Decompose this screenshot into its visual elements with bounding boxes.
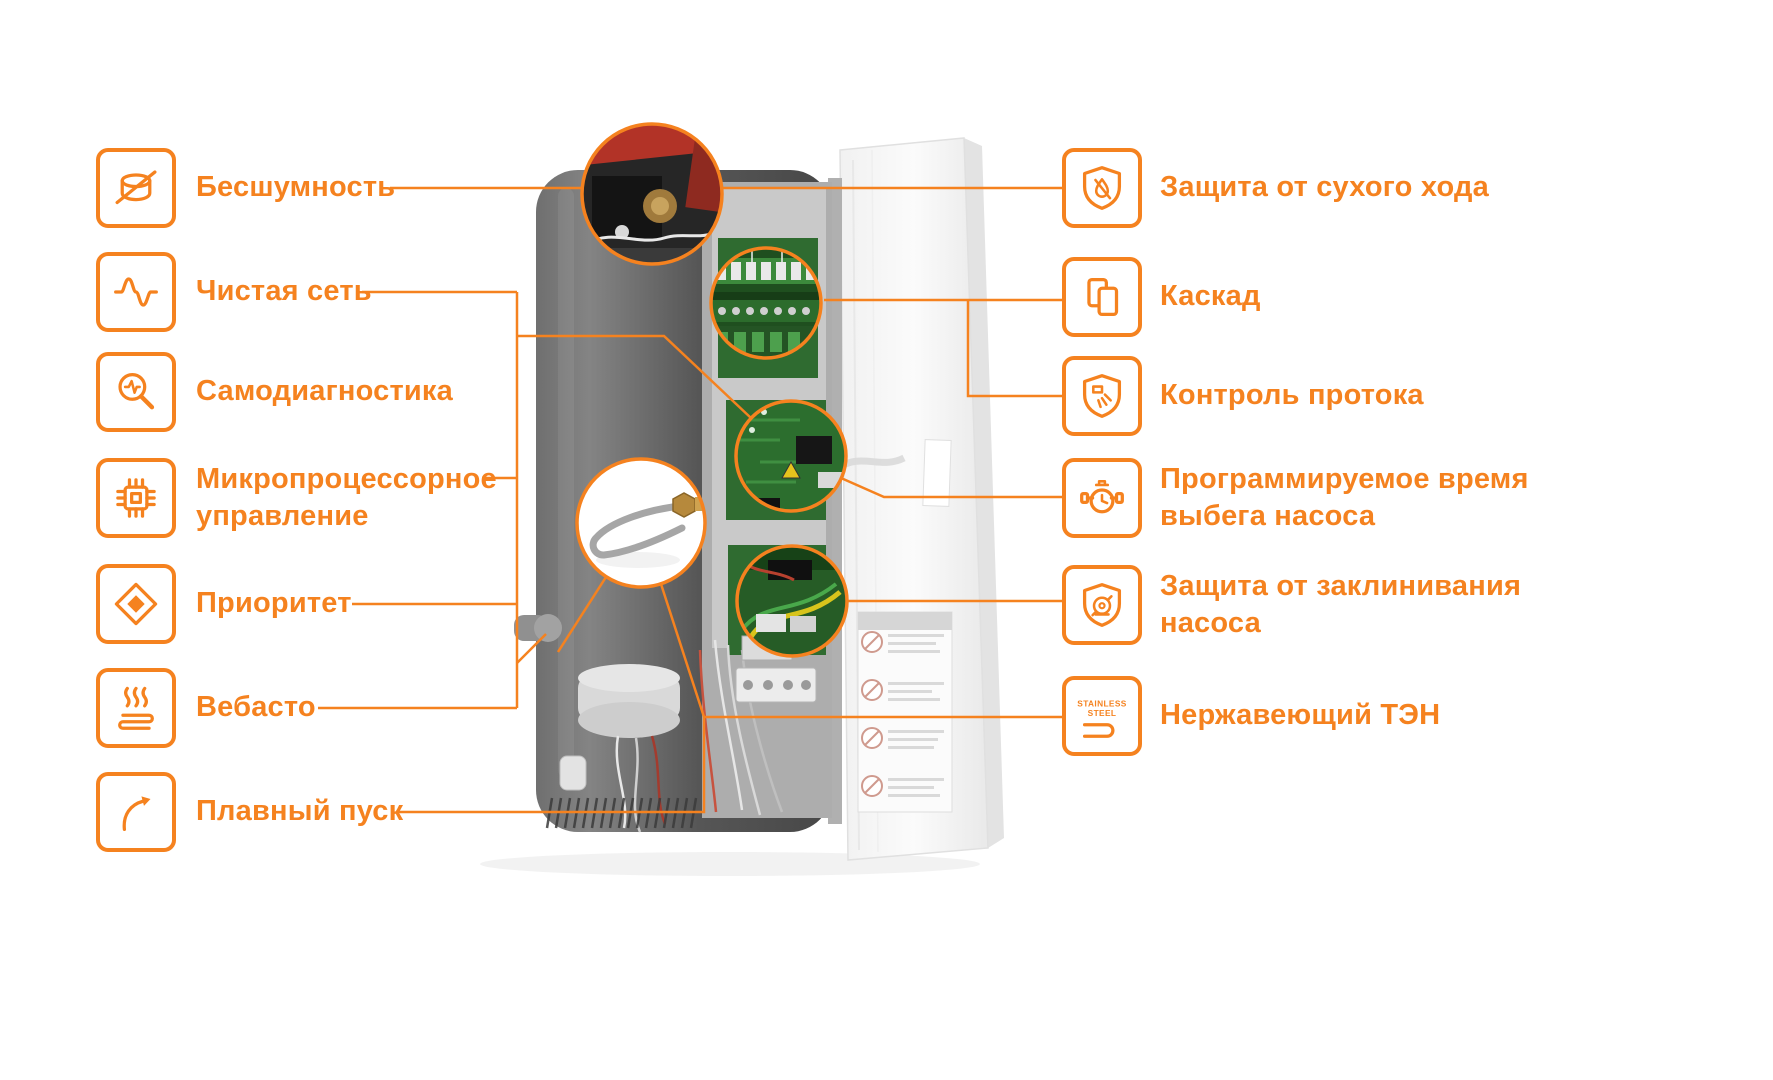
microprocessor-icon bbox=[96, 458, 176, 538]
stainless-text-line1: STAINLESS bbox=[1077, 699, 1126, 709]
boiler-door bbox=[839, 137, 1004, 861]
feature-webasto-label: Вебасто bbox=[196, 691, 316, 724]
dry-run-protection-icon bbox=[1062, 148, 1142, 228]
priority-icon bbox=[96, 564, 176, 644]
terminal-strip bbox=[735, 667, 817, 703]
feature-silence-label: Бесшумность bbox=[196, 171, 396, 204]
callout-heating-element bbox=[575, 457, 707, 589]
pump-jam-protection-icon bbox=[1062, 565, 1142, 645]
stainless-heater-icon: STAINLESS STEEL bbox=[1062, 676, 1142, 756]
clean-power-icon bbox=[96, 252, 176, 332]
feature-dry-run-label: Защита от сухого хода bbox=[1160, 171, 1489, 204]
feature-cascade-label: Каскад bbox=[1160, 280, 1261, 313]
feature-microprocessor-label: Микропроцессорное управление bbox=[196, 462, 497, 532]
self-diagnostics-icon bbox=[96, 352, 176, 432]
callout-control-board bbox=[734, 399, 848, 513]
connector-lines bbox=[318, 186, 1062, 814]
pump-housing bbox=[578, 664, 680, 738]
feature-stainless-heater-label: Нержавеющий ТЭН bbox=[1160, 699, 1441, 732]
feature-soft-start-label: Плавный пуск bbox=[196, 795, 404, 828]
lower-fitting bbox=[559, 755, 587, 791]
soft-start-icon bbox=[96, 772, 176, 852]
feature-clean-power-label: Чистая сеть bbox=[196, 275, 372, 308]
pump-runout-timer-icon bbox=[1062, 458, 1142, 538]
feature-flow-control-label: Контроль протока bbox=[1160, 379, 1424, 412]
feature-pump-runout-label: Программируемое время выбега насоса bbox=[1160, 462, 1529, 532]
feature-pump-jam-label: Защита от заклинивания насоса bbox=[1160, 569, 1522, 639]
webasto-icon bbox=[96, 668, 176, 748]
feature-priority-label: Приоритет bbox=[196, 587, 352, 620]
flow-control-icon bbox=[1062, 356, 1142, 436]
callout-terminal-board bbox=[709, 246, 823, 360]
feature-self-diagnostics-label: Самодиагностика bbox=[196, 375, 453, 408]
cascade-icon bbox=[1062, 257, 1142, 337]
door-warning-sticker bbox=[857, 611, 953, 813]
stainless-text-line2: STEEL bbox=[1088, 708, 1117, 718]
callout-power-board bbox=[735, 544, 849, 658]
door-sticker-small bbox=[922, 439, 952, 507]
silence-icon bbox=[96, 148, 176, 228]
callout-heating-assembly bbox=[580, 122, 724, 266]
